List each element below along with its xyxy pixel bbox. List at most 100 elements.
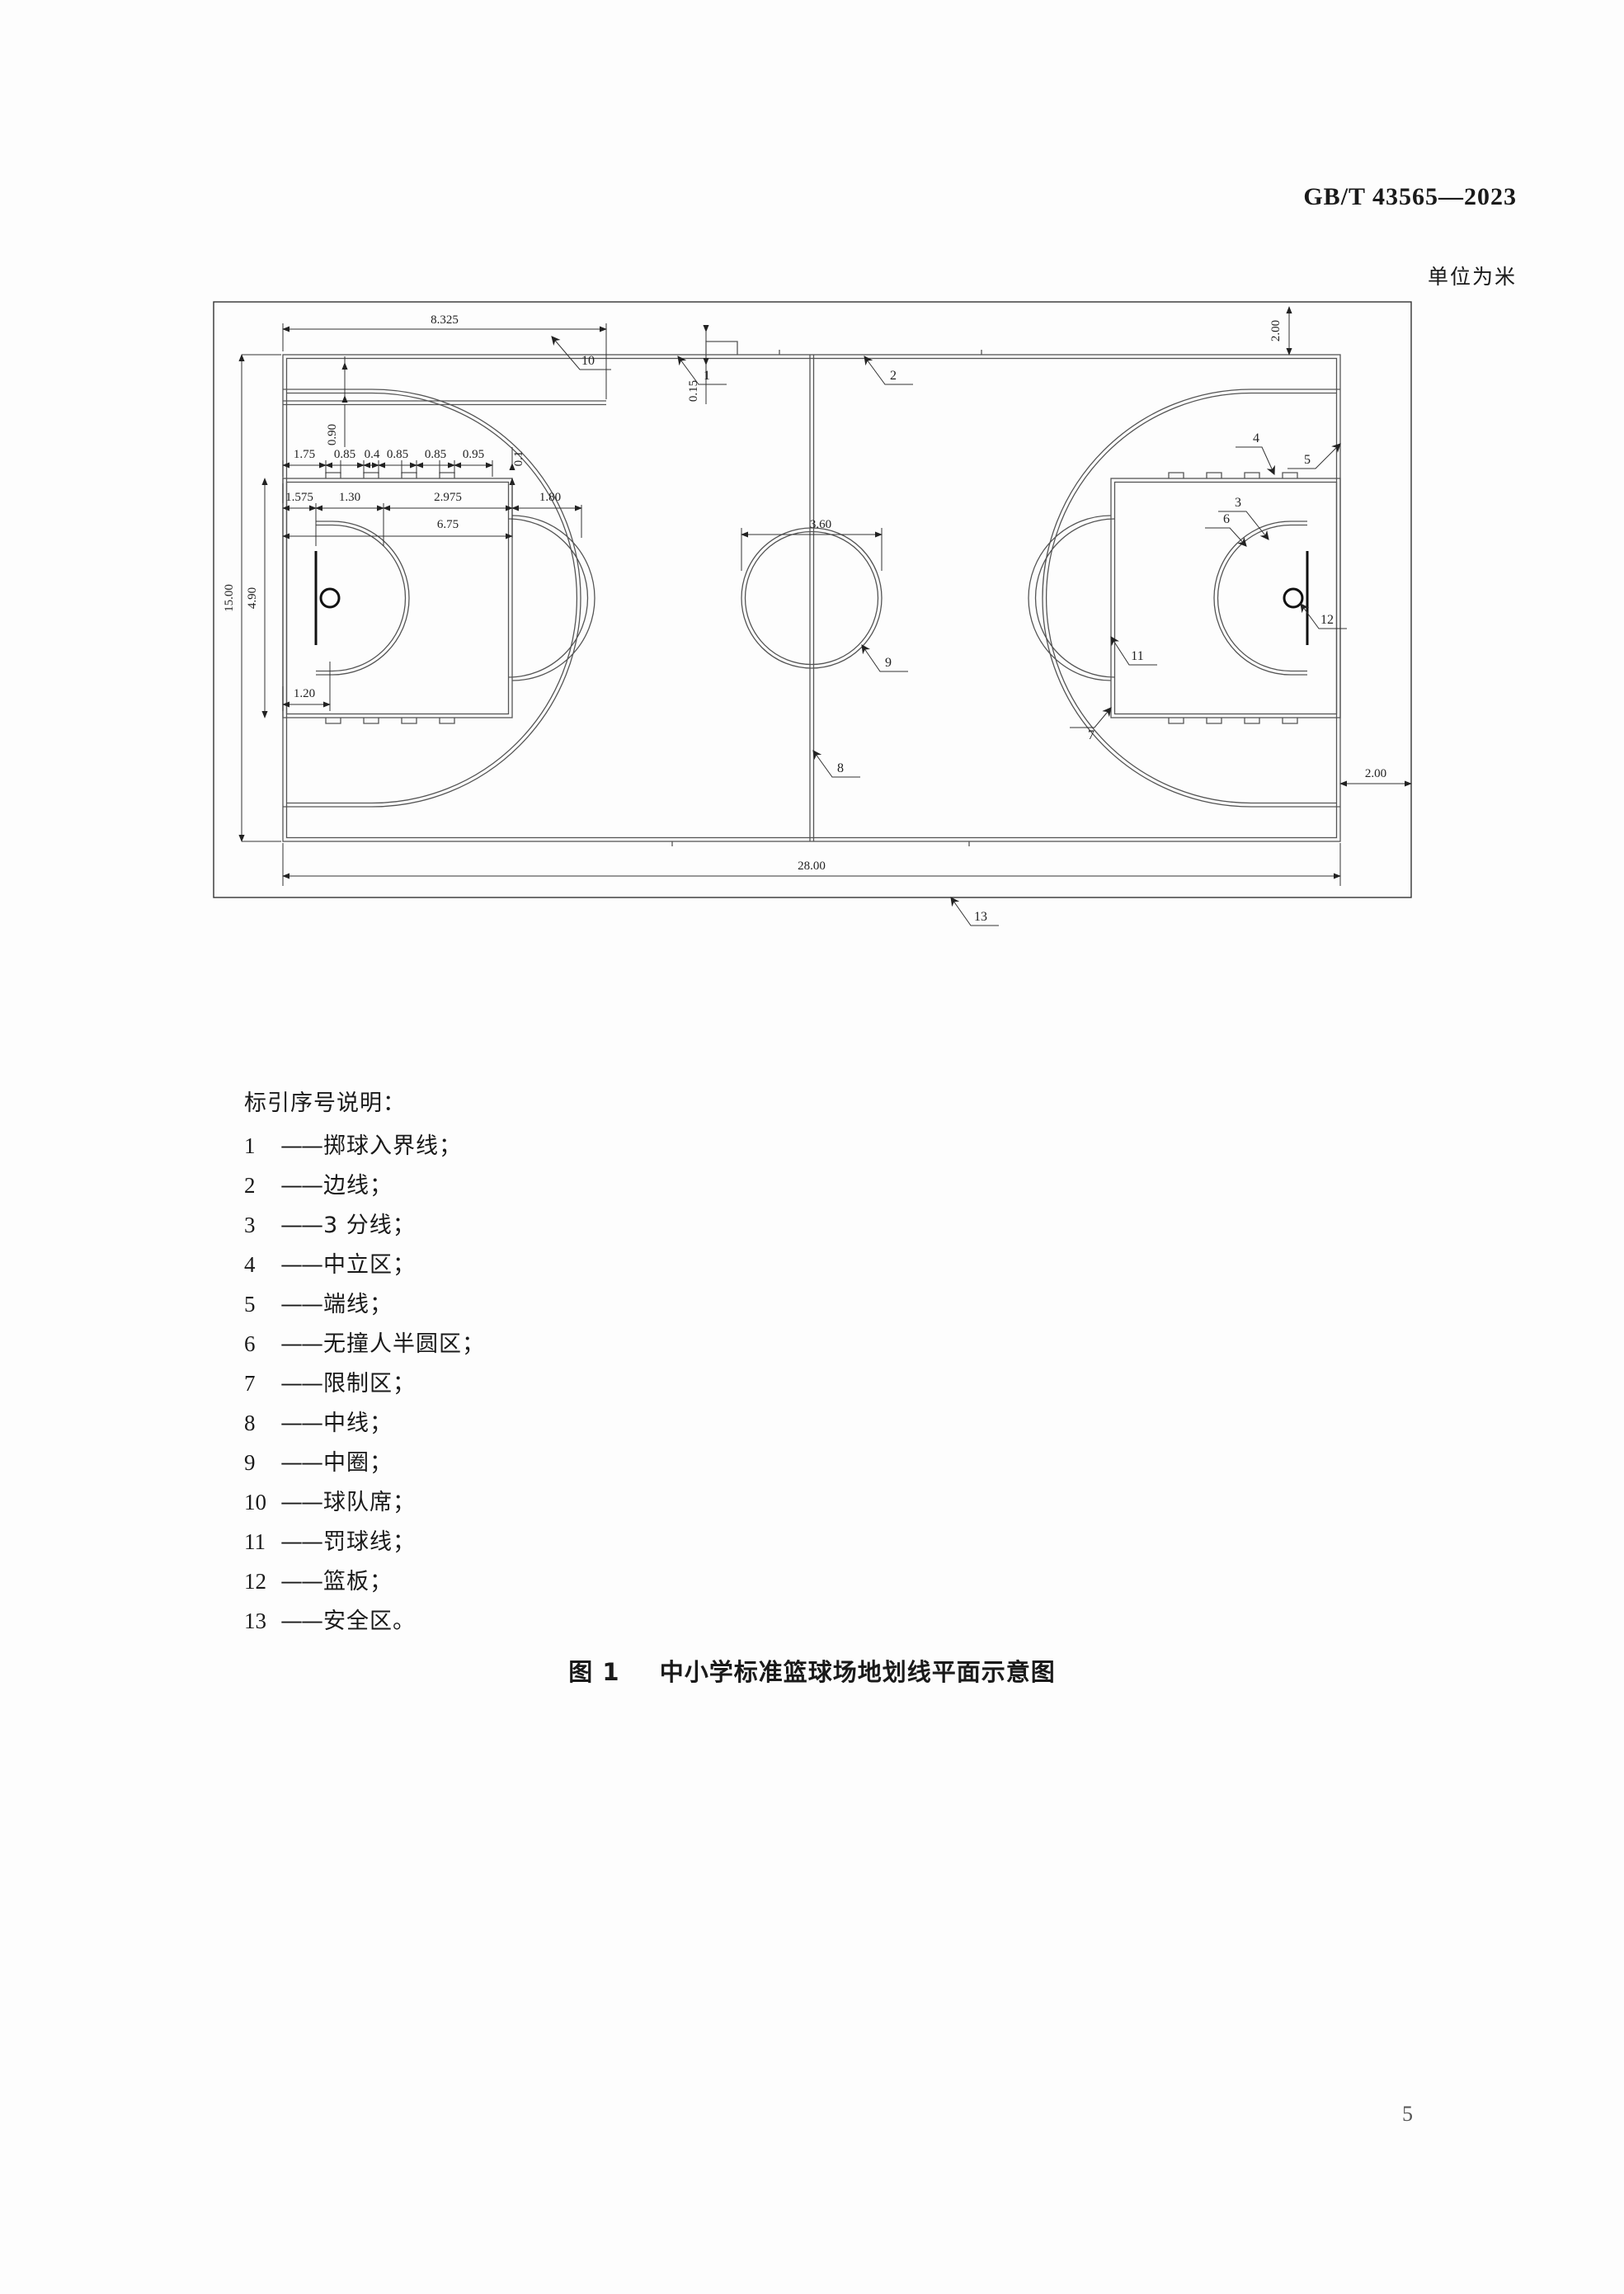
legend-item-label: 中立区； bbox=[323, 1252, 416, 1278]
throw-in-mark-tick-top bbox=[779, 350, 982, 355]
dim-675: 6.75 bbox=[437, 518, 459, 531]
legend-item-number: 6 bbox=[244, 1331, 256, 1356]
legend-item-dash: —— bbox=[280, 1490, 323, 1515]
dimension-court-length bbox=[282, 843, 1341, 886]
dim-120: 1.20 bbox=[294, 687, 315, 700]
callout-6-label: 6 bbox=[1223, 512, 1230, 526]
legend-item: 2——边线； bbox=[244, 1167, 821, 1207]
dim-095: 0.95 bbox=[463, 448, 484, 461]
dim-2975: 2.975 bbox=[434, 491, 462, 504]
legend-item: 12——篮板； bbox=[244, 1563, 821, 1603]
dimension-center-circle bbox=[741, 528, 883, 571]
legend-item: 10——球队席； bbox=[244, 1484, 821, 1524]
callout-13-label: 13 bbox=[974, 910, 987, 924]
callout-11-label: 11 bbox=[1131, 649, 1143, 663]
legend-item-label: 中线； bbox=[323, 1411, 393, 1436]
callout-8 bbox=[812, 750, 860, 778]
callout-9 bbox=[861, 644, 908, 672]
dim-175: 1.75 bbox=[294, 448, 315, 461]
dimension-neutral-chain bbox=[282, 460, 493, 477]
callout-2-label: 2 bbox=[890, 369, 897, 383]
page-number: 5 bbox=[1402, 2102, 1413, 2126]
legend-item-number: 8 bbox=[244, 1411, 256, 1435]
three-point-line-left bbox=[283, 389, 581, 808]
callout-5-label: 5 bbox=[1304, 453, 1311, 467]
dim-130: 1.30 bbox=[339, 491, 360, 504]
legend-item-label: 无撞人半圆区； bbox=[323, 1331, 485, 1357]
dimension-court-width bbox=[238, 354, 281, 842]
legend-item-dash: —— bbox=[280, 1173, 323, 1199]
legend-item-number: 11 bbox=[244, 1529, 266, 1554]
dim-085c: 0.85 bbox=[425, 448, 446, 461]
neutral-zone-left-top bbox=[325, 472, 455, 478]
no-charge-semicircle-left bbox=[316, 521, 410, 676]
dim-8325: 8.325 bbox=[431, 313, 459, 327]
dim-1500: 15.00 bbox=[223, 584, 236, 612]
dim-1575: 1.575 bbox=[285, 491, 313, 504]
callout-8-label: 8 bbox=[837, 761, 844, 775]
standard-number: GB/T 43565—2023 bbox=[1303, 183, 1517, 210]
center-circle bbox=[741, 527, 883, 669]
legend-item-dash: —— bbox=[280, 1450, 323, 1476]
legend-item-number: 5 bbox=[244, 1292, 256, 1317]
callout-6 bbox=[1205, 527, 1247, 547]
legend-item: 3——3 分线； bbox=[244, 1207, 821, 1246]
callout-2 bbox=[864, 356, 913, 385]
hoop-left bbox=[319, 587, 341, 609]
court-lines bbox=[282, 354, 1341, 842]
legend-item-label: 篮板； bbox=[323, 1569, 393, 1594]
court-diagram: 8.325 0.90 0.15 2.00 bbox=[210, 299, 1415, 1033]
callout-3-label: 3 bbox=[1235, 496, 1241, 510]
neutral-zone-left-bottom bbox=[325, 718, 455, 724]
dim-360: 3.60 bbox=[810, 518, 831, 531]
figure-caption: 图 1 中小学标准篮球场地划线平面示意图 bbox=[0, 1653, 1624, 1688]
bench-area-left bbox=[283, 400, 606, 406]
legend-item-dash: —— bbox=[280, 1213, 323, 1238]
legend-item: 9——中圈； bbox=[244, 1444, 821, 1484]
legend-item-dash: —— bbox=[280, 1529, 323, 1555]
callout-3 bbox=[1218, 511, 1269, 540]
legend-item-number: 10 bbox=[244, 1490, 266, 1514]
legend-item-number: 4 bbox=[244, 1252, 256, 1277]
legend-item: 11——罚球线； bbox=[244, 1524, 821, 1563]
dim-090: 0.90 bbox=[326, 424, 339, 445]
callout-7 bbox=[1070, 707, 1112, 728]
legend-item: 13——安全区。 bbox=[244, 1603, 821, 1642]
legend-item-dash: —— bbox=[280, 1292, 323, 1317]
dim-180: 1.80 bbox=[539, 491, 561, 504]
dim-200-right: 2.00 bbox=[1365, 767, 1386, 780]
figure-caption-label: 图 1 bbox=[568, 1658, 620, 1686]
legend-list: 1——掷球入界线；2——边线；3——3 分线；4——中立区；5——端线；6——无… bbox=[244, 1128, 821, 1642]
legend-item: 7——限制区； bbox=[244, 1365, 821, 1405]
restricted-area-left bbox=[282, 478, 513, 718]
three-point-line-right bbox=[1042, 389, 1340, 808]
unit-note: 单位为米 bbox=[1427, 265, 1517, 289]
legend-item-dash: —— bbox=[280, 1371, 323, 1397]
center-line bbox=[809, 355, 815, 841]
legend-item-label: 3 分线； bbox=[323, 1213, 416, 1238]
legend-item: 8 ——中线； bbox=[244, 1405, 821, 1444]
legend-block: 标引序号说明： 1——掷球入界线；2——边线；3——3 分线；4——中立区；5—… bbox=[244, 1085, 821, 1642]
legend-item-number: 1 bbox=[244, 1133, 256, 1158]
safety-zone-boundary bbox=[213, 301, 1412, 898]
dim-200-top: 2.00 bbox=[1269, 320, 1283, 342]
dimension-bench-offset bbox=[282, 323, 607, 399]
legend-item-dash: —— bbox=[280, 1411, 323, 1436]
restricted-area-right bbox=[1110, 478, 1341, 718]
dimension-basket-center bbox=[282, 662, 331, 711]
callout-4-label: 4 bbox=[1253, 431, 1259, 445]
callout-12 bbox=[1300, 603, 1347, 629]
neutral-zone-right-top bbox=[1168, 472, 1298, 478]
legend-item-label: 中圈； bbox=[323, 1450, 393, 1476]
callout-1 bbox=[677, 356, 727, 385]
hoop-right bbox=[1283, 587, 1304, 609]
no-charge-semicircle-right bbox=[1213, 521, 1307, 676]
dim-04: 0.4 bbox=[365, 448, 380, 461]
dim-085b: 0.85 bbox=[387, 448, 408, 461]
legend-item-dash: —— bbox=[280, 1252, 323, 1278]
legend-item-label: 限制区； bbox=[323, 1371, 416, 1397]
legend-item: 6——无撞人半圆区； bbox=[244, 1326, 821, 1365]
dim-490: 4.90 bbox=[246, 587, 259, 609]
legend-item-dash: —— bbox=[280, 1609, 323, 1634]
